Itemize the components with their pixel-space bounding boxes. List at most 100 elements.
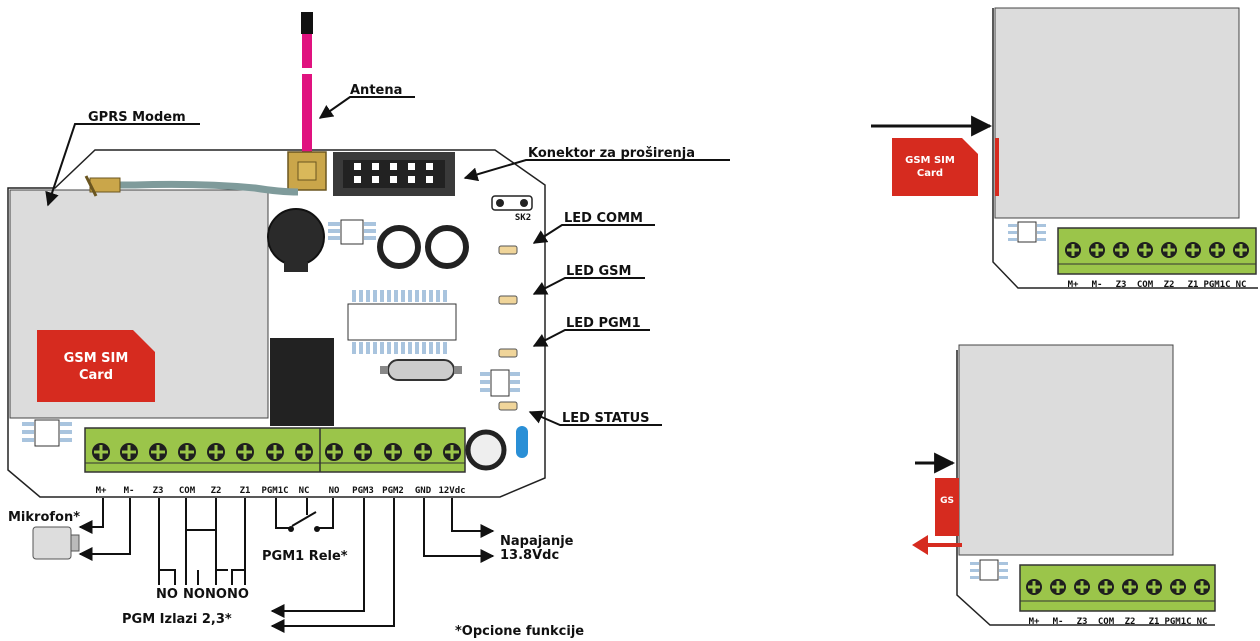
label-mikrofon: Mikrofon*: [8, 510, 80, 525]
terminal-block-main: [84, 427, 466, 473]
led-comm: [498, 245, 518, 255]
label-led-comm: LED COMM: [564, 211, 643, 226]
sim-card-main: [37, 330, 155, 402]
terminal-label: M-: [1053, 617, 1064, 627]
terminal-label: PGM2: [382, 486, 404, 496]
crystal: [387, 359, 455, 381]
capacitor-ring-2: [425, 225, 469, 269]
terminal-screw: [266, 443, 284, 461]
terminal-screw: [236, 443, 254, 461]
sim2-partial-label: GS: [940, 496, 954, 506]
no-contact-label: NO: [205, 587, 227, 602]
terminal-label: Z2: [1125, 617, 1136, 627]
terminal-label: M-: [124, 486, 135, 496]
sim-label-line1: GSM SIM: [64, 351, 129, 366]
terminal-screw: [1074, 579, 1090, 595]
terminal-screw: [1098, 579, 1114, 595]
terminal-screw: [295, 443, 313, 461]
microphone: [32, 526, 80, 560]
blue-component: [516, 426, 528, 458]
label-napajanje-volt: 13.8Vdc: [500, 548, 559, 563]
terminal-label: NC: [299, 486, 310, 496]
terminal-screw: [1089, 242, 1105, 258]
sim-insert-diagram-2: GS M+ M- Z3 COM Z2 Z1 PGM1C NC: [912, 344, 1216, 627]
label-napajanje: Napajanje: [500, 534, 574, 549]
terminal-label: PGM3: [352, 486, 374, 496]
terminal-label: M+: [1068, 280, 1079, 290]
terminal-screw: [414, 443, 432, 461]
terminal-label: NC: [1197, 617, 1208, 627]
terminal-screw: [120, 443, 138, 461]
terminal-block-mini-1: [1057, 227, 1257, 275]
modem-block-2: [958, 344, 1174, 556]
terminal-label: COM: [179, 486, 196, 496]
label-konektor: Konektor za proširenja: [528, 146, 695, 161]
terminal-screw: [1050, 579, 1066, 595]
terminal-screw: [92, 443, 110, 461]
small-ic-3: [480, 369, 520, 397]
label-gprs-modem: GPRS Modem: [88, 110, 186, 125]
sim-card-2: [935, 478, 959, 536]
terminal-screw: [1122, 579, 1138, 595]
microcontroller: [347, 290, 457, 354]
terminal-label: COM: [1137, 280, 1154, 290]
terminal-screw: [1209, 242, 1225, 258]
terminal-label: Z1: [1149, 617, 1160, 627]
terminal-label: M+: [1029, 617, 1040, 627]
label-led-status: LED STATUS: [562, 411, 650, 426]
terminal-screw: [354, 443, 372, 461]
terminal-label: Z2: [1164, 280, 1175, 290]
expansion-connector: [333, 152, 455, 196]
buzzer: [465, 429, 507, 471]
capacitor-ring-1: [377, 225, 421, 269]
antenna: [287, 12, 327, 191]
terminal-label: Z3: [1077, 617, 1088, 627]
label-pgm1-rele: PGM1 Rele*: [262, 549, 348, 564]
modem-block-1: [994, 7, 1240, 219]
sim1-line1: GSM SIM: [905, 155, 955, 166]
terminal-label: M+: [96, 486, 107, 496]
jumper-label: SK2: [515, 213, 531, 223]
label-led-gsm: LED GSM: [566, 264, 631, 279]
terminal-label: 12Vdc: [438, 486, 465, 496]
terminal-screw: [443, 443, 461, 461]
no-contact-label: NO: [183, 587, 205, 602]
terminal-label: COM: [1098, 617, 1115, 627]
main-board: GSM SIM Card: [7, 12, 546, 498]
sim-card-1: [892, 138, 978, 196]
small-ic-1: [328, 219, 376, 245]
terminal-screw: [384, 443, 402, 461]
terminal-label: PGM1C: [261, 486, 288, 496]
terminal-label: PGM1C: [1203, 280, 1230, 290]
terminal-screw: [1146, 579, 1162, 595]
terminal-screw: [1170, 579, 1186, 595]
terminal-screw: [1233, 242, 1249, 258]
terminal-label: NO: [329, 486, 340, 496]
terminal-screw: [1194, 579, 1210, 595]
terminal-label: PGM1C: [1164, 617, 1191, 627]
sim-label-line2: Card: [79, 368, 113, 383]
jumper-sk2: SK2: [491, 195, 533, 223]
label-opcione: *Opcione funkcije: [455, 624, 584, 639]
inductor: [267, 208, 325, 266]
terminal-screw: [207, 443, 225, 461]
terminal-label: Z2: [211, 486, 222, 496]
terminal-screw: [149, 443, 167, 461]
terminal-label: GND: [415, 486, 432, 496]
wiring: [78, 498, 495, 633]
terminal-label: M-: [1092, 280, 1103, 290]
antenna-cable: [118, 180, 299, 196]
led-pgm1: [498, 348, 518, 358]
terminal-screw: [1065, 242, 1081, 258]
terminal-screw: [1113, 242, 1129, 258]
terminal-screw: [1161, 242, 1177, 258]
terminal-label: NC: [1236, 280, 1247, 290]
led-gsm: [498, 295, 518, 305]
label-antena: Antena: [350, 83, 402, 98]
terminal-screw: [1137, 242, 1153, 258]
black-component: [270, 338, 334, 426]
terminal-label: Z3: [153, 486, 164, 496]
terminal-screw: [178, 443, 196, 461]
